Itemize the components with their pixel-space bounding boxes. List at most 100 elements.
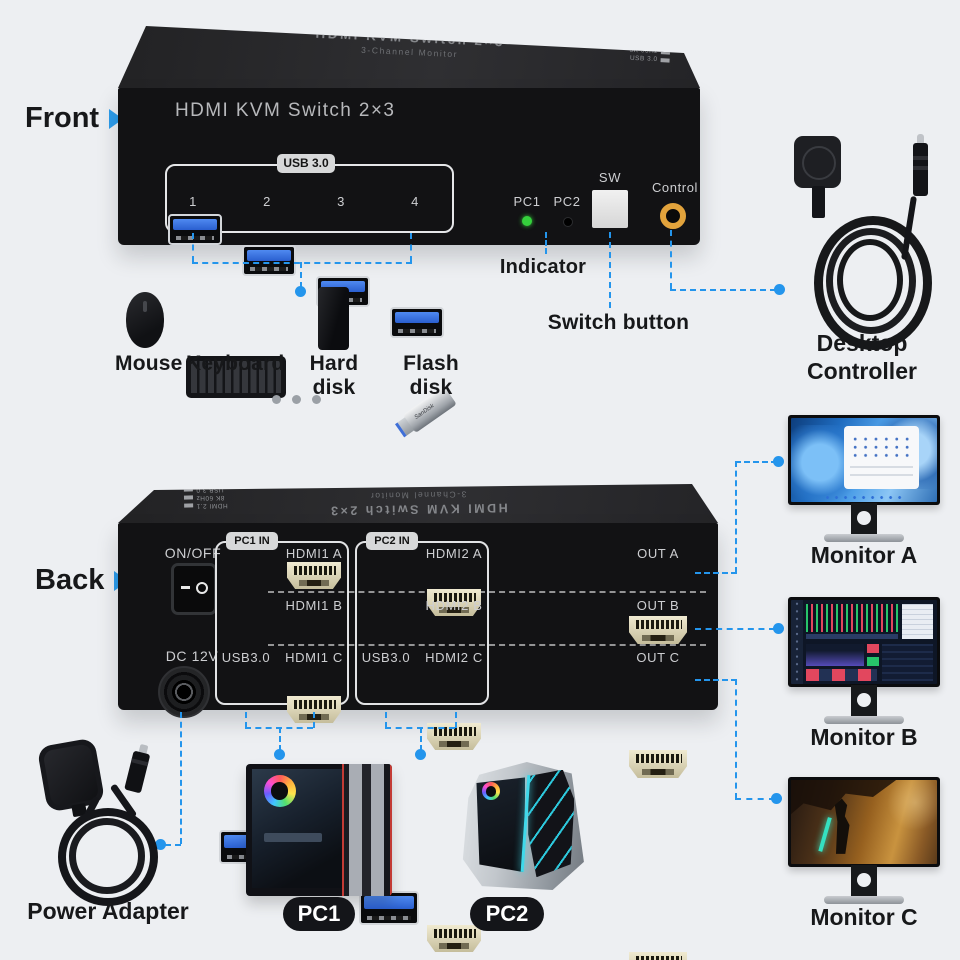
buy-sell-buttons (866, 643, 879, 666)
front-top-specs: HDMI 2.1 8K 60Hz USB 3.0 (600, 37, 671, 63)
controller-cable (812, 186, 825, 218)
connector-line (735, 798, 775, 800)
power-switch-label: ON/OFF (164, 545, 222, 561)
game-character (834, 798, 850, 854)
plug-ring (913, 166, 928, 170)
monitor-a: Monitor A (788, 415, 940, 575)
row-separator (268, 591, 706, 593)
out-c-port (629, 952, 687, 960)
monitor-c: Monitor C (788, 777, 940, 937)
monitor-c-label: Monitor C (810, 904, 918, 930)
audio-plug-icon (912, 134, 929, 196)
pc2-led (563, 217, 573, 227)
pc2-label-pill: PC2 (470, 897, 544, 931)
connector-line (313, 712, 315, 728)
connector-line (609, 232, 611, 308)
rocker-off-mark (196, 582, 208, 594)
connector-line (180, 712, 182, 844)
adapter-cable-coil (58, 808, 158, 906)
pc1-in-group-outline (215, 541, 349, 705)
keyboard-icon (186, 356, 286, 398)
data-table (901, 604, 933, 639)
pc1-tower-image (246, 764, 392, 896)
back-section-label: Back (35, 564, 129, 597)
power-rocker-switch (171, 563, 217, 615)
monitor-base (824, 534, 904, 542)
usb-port-1 (168, 214, 222, 245)
connector-line (695, 572, 737, 574)
connector-line (279, 727, 281, 751)
monitor-stand (851, 685, 877, 718)
mouse-icon (126, 292, 164, 348)
hdmi2c-label: HDMI2 C (425, 650, 483, 665)
connector-dot (773, 456, 784, 467)
front-device: HDMI KVM Switch 2×3 3-Channel Monitor HD… (118, 26, 700, 338)
spec-usb: USB 3.0 (195, 485, 224, 494)
pc2-led-label: PC2 (553, 194, 581, 209)
dashboard-sidebar (791, 600, 803, 684)
usb1-label: USB3.0 (221, 650, 271, 665)
orders-rows (805, 668, 878, 681)
connector-line (245, 712, 247, 728)
back-device-panel: ON/OFF DC 12V PC1 IN PC2 IN HDMI1 A HDMI… (118, 523, 718, 960)
connector-line (695, 628, 775, 630)
connector-line (165, 844, 181, 846)
monitor-b-bezel (788, 597, 940, 687)
monitor-stand (851, 503, 877, 536)
usb-port-4 (390, 307, 444, 338)
row-separator (268, 644, 706, 646)
out-b-label: OUT B (636, 598, 680, 613)
front-top-print: HDMI KVM Switch 2×3 3-Channel Monitor (289, 26, 530, 63)
spec-hdmi: HDMI 2.1 (626, 38, 659, 48)
connector-dot (155, 839, 166, 850)
out-c-label: OUT C (636, 650, 680, 665)
spec-bar-icon (183, 495, 194, 501)
monitor-base (824, 896, 904, 904)
connector-line (735, 461, 777, 463)
monitor-a-label: Monitor A (810, 542, 918, 568)
usb-port-number-3: 3 (337, 194, 345, 209)
hdmi1a-label: HDMI1 A (285, 546, 343, 561)
pc2-in-badge: PC2 IN (366, 532, 418, 550)
dc-power-label: DC 12V (165, 648, 219, 664)
plug-body (124, 750, 151, 794)
usb2-label: USB3.0 (361, 650, 411, 665)
controller-cable-coil (837, 239, 903, 321)
plug-ring (913, 156, 928, 160)
connector-line (695, 679, 737, 681)
connector-dot (774, 284, 785, 295)
usb2-port (359, 891, 419, 925)
spec-bar-icon (660, 49, 671, 55)
monitor-b: Monitor B (788, 597, 940, 757)
out-a-port (629, 616, 687, 644)
usb-port-2 (242, 245, 296, 276)
pc1-label-pill: PC1 (283, 897, 355, 931)
power-adapter-label: Power Adapter (27, 898, 189, 924)
area-chart (805, 643, 864, 666)
pc1-in-badge: PC1 IN (226, 532, 278, 550)
front-section-label: Front (25, 102, 124, 135)
hdmi2a-label: HDMI2 A (425, 546, 483, 561)
spec-8k: 8K 60Hz (629, 46, 659, 56)
connector-line (192, 262, 412, 264)
mouse-label: Mouse (115, 352, 183, 375)
pc2-front-mesh (528, 769, 575, 878)
indicator-callout: Indicator (499, 256, 587, 278)
connector-line (670, 289, 776, 291)
hdmi1c-label: HDMI1 C (285, 650, 343, 665)
pc1-gpu (263, 832, 322, 842)
connector-dot (274, 749, 285, 760)
flash-disk-label: Flash disk (403, 352, 459, 399)
connector-line (420, 727, 422, 751)
back-top-specs-upside-down: HDMI 2.1 8K 60Hz USB 3.0 (183, 485, 250, 509)
plug-tip (917, 134, 924, 144)
dc-power-jack (158, 666, 210, 718)
rocker-on-mark (181, 586, 190, 589)
usb-port-number-1: 1 (189, 194, 197, 209)
spec-bar-icon (184, 503, 194, 509)
pc1-led-label: PC1 (513, 194, 541, 209)
pc2-in-group-outline (355, 541, 489, 705)
monitor-c-bezel (788, 777, 940, 867)
hard-disk-icon (318, 287, 349, 350)
